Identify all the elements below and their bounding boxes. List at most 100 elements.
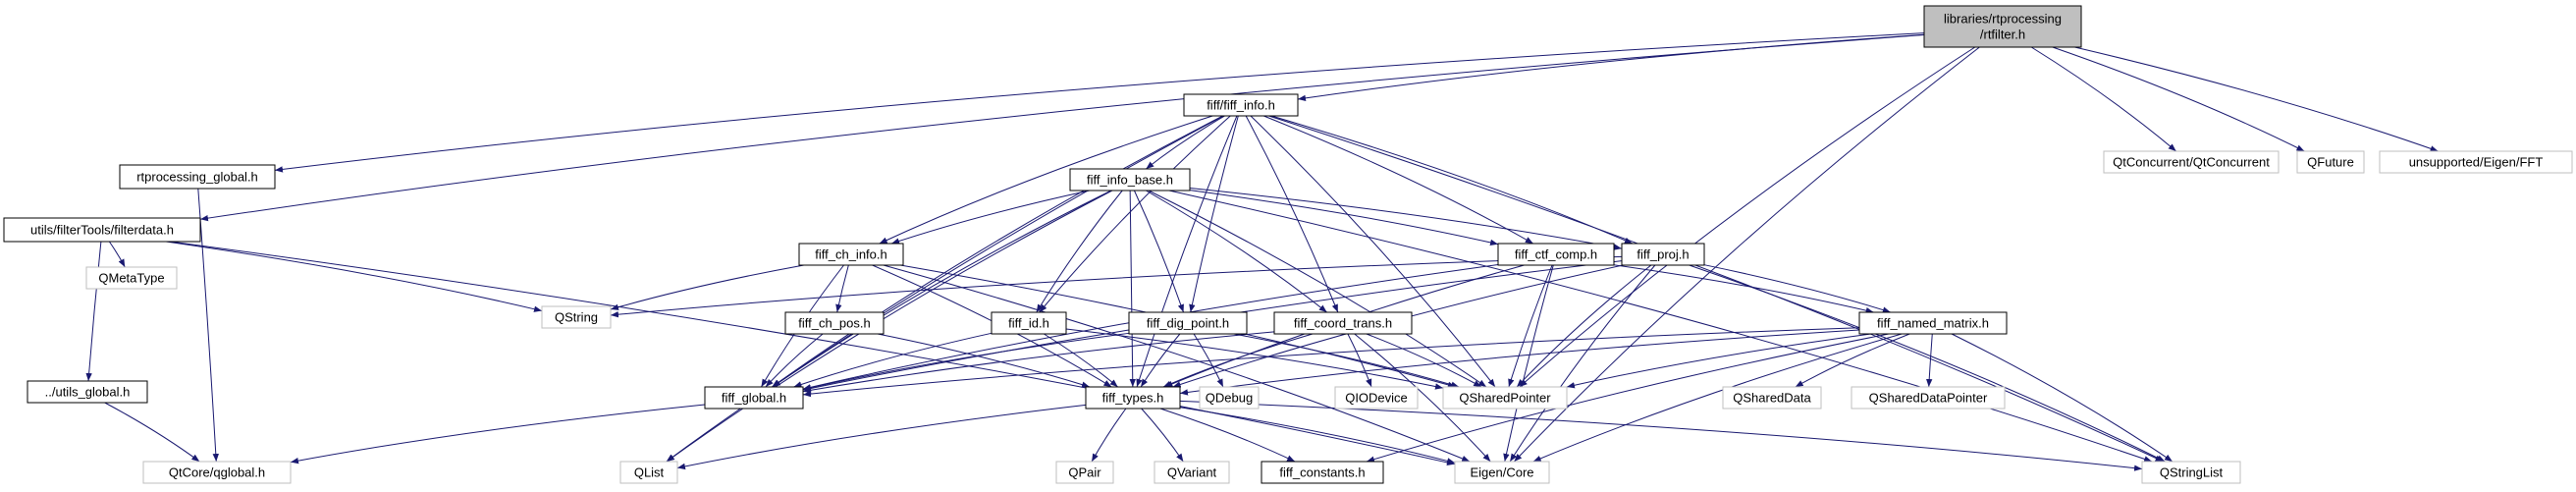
- edge-fiff_dig_point-to-fiff_types: [1140, 333, 1181, 388]
- edge-fiff_named_matrix-to-fiff_constants: [1366, 333, 1890, 463]
- node-fiff_info[interactable]: fiff/fiff_info.h: [1183, 93, 1299, 117]
- node-fiff_ch_pos[interactable]: fiff_ch_pos.h: [784, 311, 885, 335]
- node-label-eigenfft: unsupported/Eigen/FFT: [2409, 155, 2544, 170]
- node-fiff_ch_info[interactable]: fiff_ch_info.h: [798, 243, 904, 266]
- node-label-qstring: QString: [555, 310, 598, 325]
- node-layer: libraries/rtprocessing/rtfilter.h utils/f…: [3, 5, 2573, 484]
- node-box-rtfilter: [1923, 5, 2082, 48]
- node-fiff_named_matrix[interactable]: fiff_named_matrix.h: [1858, 311, 2008, 335]
- node-box-fiff_proj: [1621, 243, 1705, 266]
- node-label-fiff_id: fiff_id.h: [1008, 316, 1049, 331]
- edge-filterdata-to-qstring: [166, 241, 543, 312]
- node-fiff_ctf_comp[interactable]: fiff_ctf_comp.h: [1497, 243, 1615, 266]
- node-qstringlist: QStringList: [2141, 461, 2241, 484]
- node-label-fiff_coord_trans: fiff_coord_trans.h: [1294, 316, 1392, 331]
- edge-fiff_types-to-qvariant: [1141, 408, 1184, 463]
- node-label-qstringlist: QStringList: [2160, 465, 2224, 480]
- edge-fiff_info_base-to-fiff_dig_point: [1133, 190, 1185, 313]
- node-filterdata[interactable]: utils/filterTools/filterdata.h: [3, 217, 201, 243]
- edge-fiff_types-to-fiff_constants: [1159, 408, 1296, 463]
- edge-fiff_ch_info-to-fiff_ch_pos: [835, 264, 849, 313]
- node-qtcore_qglobal: QtCore/qglobal.h: [142, 461, 292, 484]
- node-box-fiff_global: [704, 386, 804, 410]
- edge-fiff_info-to-fiff_global: [772, 115, 1223, 388]
- edge-filterdata-to-utils_global: [85, 241, 102, 382]
- node-qiodevice: QIODevice: [1334, 386, 1419, 410]
- edge-fiff_types-to-qpair: [1091, 408, 1127, 463]
- node-fiff_global[interactable]: fiff_global.h: [704, 386, 804, 410]
- node-label-rtfilter-line-0: libraries/rtprocessing: [1944, 12, 2062, 27]
- node-label-qiodevice: QIODevice: [1345, 391, 1408, 406]
- node-label-fiff_dig_point: fiff_dig_point.h: [1147, 316, 1229, 331]
- node-fiff_coord_trans[interactable]: fiff_coord_trans.h: [1273, 311, 1413, 335]
- node-box-qstring: [541, 305, 612, 329]
- node-fiff_constants[interactable]: fiff_constants.h: [1261, 461, 1384, 484]
- edge-rtfilter-to-fiff_info: [1297, 33, 1925, 102]
- node-qfuture: QFuture: [2296, 150, 2365, 174]
- node-box-fiff_named_matrix: [1858, 311, 2008, 335]
- node-box-qsharedpointer: [1442, 386, 1568, 410]
- node-box-fiff_ch_info: [798, 243, 904, 266]
- node-label-fiff_proj: fiff_proj.h: [1637, 247, 1689, 262]
- node-box-qdebug: [1199, 386, 1260, 410]
- node-box-qpair: [1055, 461, 1114, 484]
- node-label-fiff_types: fiff_types.h: [1102, 391, 1164, 406]
- node-label-fiff_named_matrix: fiff_named_matrix.h: [1877, 316, 1989, 331]
- edge-fiff_named_matrix-to-qshareddatapointer: [1925, 333, 1933, 388]
- node-box-qvariant: [1154, 461, 1230, 484]
- edge-fiff_info-to-fiff_id: [1039, 115, 1231, 313]
- node-qstring: QString: [541, 305, 612, 329]
- node-box-qlist: [619, 461, 678, 484]
- node-fiff_proj[interactable]: fiff_proj.h: [1621, 243, 1705, 266]
- node-box-fiff_id: [991, 311, 1067, 335]
- edge-fiff_proj-to-fiff_named_matrix: [1703, 264, 1891, 313]
- node-label-rtfilter-line-1: /rtfilter.h: [1980, 27, 2025, 42]
- node-box-rtproc_global: [119, 164, 276, 190]
- node-box-fiff_ctf_comp: [1497, 243, 1615, 266]
- edge-fiff_info-to-qstringlist: [1268, 115, 2164, 463]
- node-label-qsharedpointer: QSharedPointer: [1459, 391, 1551, 406]
- node-fiff_dig_point[interactable]: fiff_dig_point.h: [1128, 311, 1248, 335]
- node-fiff_id[interactable]: fiff_id.h: [991, 311, 1067, 335]
- node-rtfilter[interactable]: libraries/rtprocessing/rtfilter.h: [1923, 5, 2082, 48]
- node-qpair: QPair: [1055, 461, 1114, 484]
- node-box-fiff_coord_trans: [1273, 311, 1413, 335]
- edge-fiff_info-to-qsharedpointer: [1250, 115, 1496, 388]
- node-label-fiff_global: fiff_global.h: [722, 391, 786, 406]
- edge-fiff_info-to-fiff_ctf_comp: [1263, 115, 1534, 245]
- edge-fiff_coord_trans-to-qsharedpointer: [1366, 333, 1482, 388]
- node-fiff_types[interactable]: fiff_types.h: [1085, 386, 1181, 410]
- edge-fiff_named_matrix-to-qstringlist: [1951, 333, 2174, 463]
- edge-fiff_info-to-qlist: [666, 115, 1224, 463]
- node-box-filterdata: [3, 217, 201, 243]
- edge-fiff_info-to-fiff_proj: [1270, 115, 1634, 245]
- edge-rtfilter-to-filterdata: [199, 34, 1925, 222]
- edge-utils_global-to-qtcore_qglobal: [104, 402, 200, 463]
- node-label-qshareddatapointer: QSharedDataPointer: [1869, 391, 1988, 406]
- edge-fiff_info_base-to-fiff_id: [1036, 190, 1123, 313]
- edge-rtfilter-to-qtconcurrent: [2030, 46, 2177, 152]
- edge-fiff_named_matrix-to-fiff_types: [1179, 329, 1860, 396]
- edge-fiff_info_base-to-fiff_types: [1129, 190, 1136, 388]
- edge-fiff_global-to-qtcore_qglobal: [290, 404, 706, 465]
- node-label-rtproc_global: rtprocessing_global.h: [136, 170, 258, 185]
- node-label-fiff_constants: fiff_constants.h: [1279, 465, 1365, 480]
- edge-fiff_named_matrix-to-fiff_global: [802, 327, 1860, 398]
- node-utils_global[interactable]: ../utils_global.h: [27, 380, 148, 404]
- node-label-qtcore_qglobal: QtCore/qglobal.h: [169, 465, 265, 480]
- node-label-qshareddata: QSharedData: [1733, 391, 1811, 406]
- edge-filterdata-to-eigencore: [170, 241, 1456, 466]
- node-box-fiff_info: [1183, 93, 1299, 117]
- node-box-eigenfft: [2379, 150, 2573, 174]
- edge-fiff_dig_point-to-fiff_global: [802, 332, 1130, 391]
- node-rtproc_global[interactable]: rtprocessing_global.h: [119, 164, 276, 190]
- edge-fiff_coord_trans-to-qiodevice: [1347, 333, 1372, 388]
- edge-rtfilter-to-qfuture: [2052, 46, 2305, 152]
- node-qshareddatapointer: QSharedDataPointer: [1851, 386, 2006, 410]
- node-box-eigencore: [1454, 461, 1550, 484]
- node-qtconcurrent: QtConcurrent/QtConcurrent: [2103, 150, 2280, 174]
- node-fiff_info_base[interactable]: fiff_info_base.h: [1069, 168, 1191, 191]
- node-eigenfft: unsupported/Eigen/FFT: [2379, 150, 2573, 174]
- edge-rtproc_global-to-qtcore_qglobal: [197, 188, 219, 463]
- edge-fiff_ctf_comp-to-fiff_named_matrix: [1613, 264, 1874, 314]
